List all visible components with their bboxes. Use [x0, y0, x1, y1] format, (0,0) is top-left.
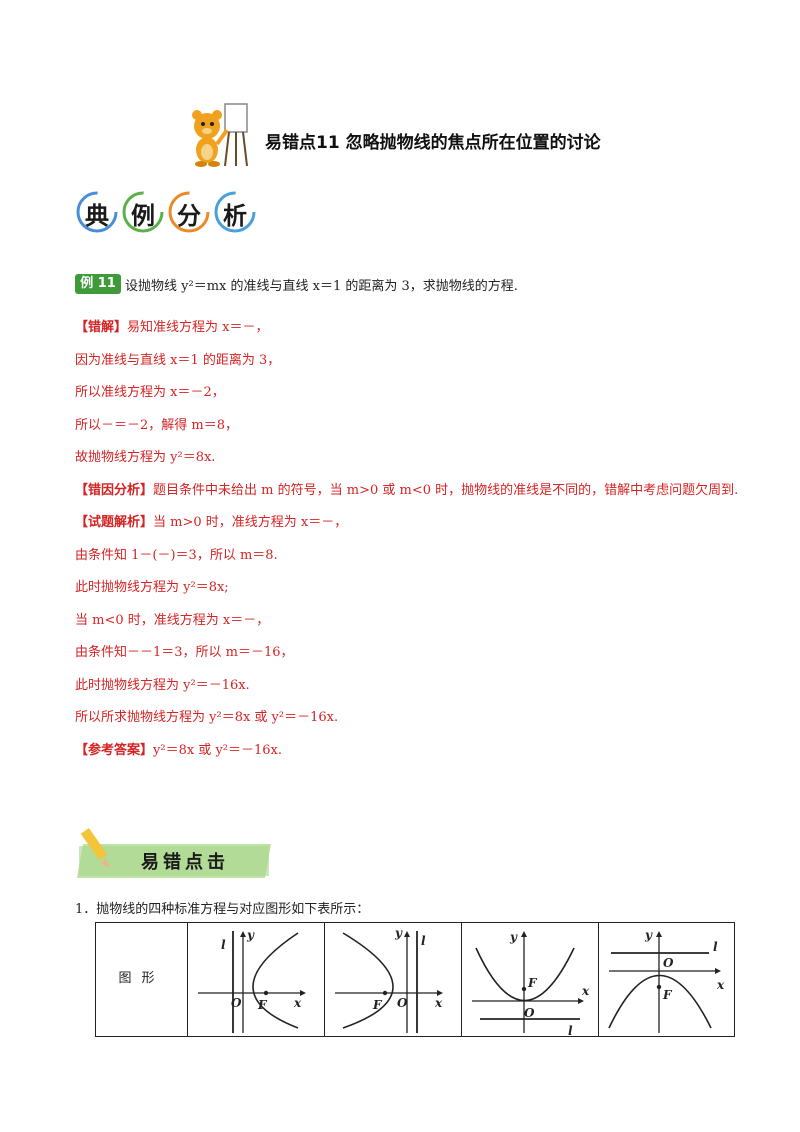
ring-icon	[214, 191, 256, 233]
tips-label: 易错点击	[141, 851, 229, 873]
solution-line: 由条件知 1－(－)＝3，所以 m＝8.	[75, 547, 278, 563]
svg-text:F: F	[257, 998, 268, 1012]
solution-line: 由条件知－－1＝3，所以 m＝－16，	[75, 645, 294, 660]
svg-text:l: l	[568, 1024, 573, 1038]
svg-text:x: x	[716, 978, 725, 992]
solution-line: 【错因分析】题目条件中未给出 m 的符号，当 m>0 或 m<0 时，抛物线的准…	[75, 482, 739, 498]
cuojie-tag: 【错解】	[75, 320, 128, 335]
solution-line: 故抛物线方程为 y²＝8x.	[75, 450, 216, 465]
graph-opens-left: l y F O x	[325, 923, 462, 1036]
solution-block: 【错解】易知准线方程为 x＝－， 因为准线与直线 x＝1 的距离为 3， 所以准…	[75, 312, 755, 767]
title-row: 易错点11 忽略抛物线的焦点所在位置的讨论	[185, 100, 645, 170]
svg-text:y: y	[246, 928, 255, 942]
svg-text:y: y	[394, 926, 403, 940]
solution-line: 所以所求抛物线方程为 y²＝8x 或 y²＝－16x.	[75, 710, 339, 725]
svg-text:F: F	[662, 988, 673, 1002]
solution-line: 因为准线与直线 x＝1 的距离为 3，	[75, 352, 281, 368]
ring-icon	[76, 191, 118, 233]
svg-text:O: O	[663, 956, 674, 970]
solution-line: 此时抛物线方程为 y²＝－16x.	[75, 677, 250, 693]
bear-mascot-icon	[192, 103, 248, 167]
page-title: 易错点11 忽略抛物线的焦点所在位置的讨论	[265, 133, 601, 153]
parabola-figure-table: 图形 l y O F x l y F	[95, 922, 736, 1038]
section-banner-tips: 易错点击	[77, 828, 271, 878]
solution-line: 【参考答案】y²＝8x 或 y²＝－16x.	[75, 742, 283, 758]
svg-text:x: x	[434, 996, 443, 1010]
banner-char-3: 分	[167, 190, 211, 234]
example-question: 例 11 设抛物线 y²＝mx 的准线与直线 x＝1 的距离为 3，求抛物线的方…	[75, 274, 755, 296]
banner-char-4: 析	[213, 190, 257, 234]
analysis-tag: 【错因分析】	[75, 482, 154, 498]
svg-text:F: F	[372, 998, 383, 1012]
solution-line: 此时抛物线方程为 y²＝8x;	[75, 580, 229, 595]
svg-text:y: y	[644, 928, 653, 942]
table-header-cell: 图形	[96, 923, 188, 1036]
svg-text:O: O	[524, 1006, 535, 1020]
answer-tag: 【参考答案】	[75, 742, 154, 758]
solution-line: 当 m<0 时，准线方程为 x＝－，	[75, 612, 270, 628]
shiti-tag: 【试题解析】	[75, 515, 154, 530]
ring-icon	[168, 191, 210, 233]
svg-text:O: O	[231, 996, 242, 1010]
svg-text:x: x	[581, 984, 590, 998]
graph-opens-down: y l O F x	[599, 923, 736, 1036]
solution-line: 所以－＝－2，解得 m＝8，	[75, 417, 239, 433]
solution-line: 所以准线方程为 x＝－2，	[75, 385, 225, 400]
svg-text:l: l	[421, 934, 426, 948]
pencil-icon	[80, 828, 111, 868]
section-banner-examples: 典 例 分 析	[75, 190, 265, 238]
svg-text:F: F	[527, 976, 538, 990]
solution-line: 【错解】易知准线方程为 x＝－，	[75, 320, 269, 335]
svg-text:l: l	[713, 940, 718, 954]
example-badge: 例 11	[75, 274, 121, 294]
svg-text:l: l	[221, 938, 226, 952]
ring-icon	[122, 191, 164, 233]
svg-text:x: x	[293, 996, 302, 1010]
svg-text:O: O	[397, 996, 408, 1010]
graph-opens-right: l y O F x	[188, 923, 325, 1036]
note-line: 1．抛物线的四种标准方程与对应图形如下表所示：	[75, 902, 370, 917]
graph-opens-up: y F x O l	[462, 923, 599, 1038]
example-text: 设抛物线 y²＝mx 的准线与直线 x＝1 的距离为 3，求抛物线的方程.	[125, 279, 518, 294]
banner-char-1: 典	[75, 190, 119, 234]
svg-text:y: y	[509, 930, 518, 944]
solution-line: 【试题解析】当 m>0 时，准线方程为 x＝－，	[75, 515, 348, 530]
banner-char-2: 例	[121, 190, 165, 234]
